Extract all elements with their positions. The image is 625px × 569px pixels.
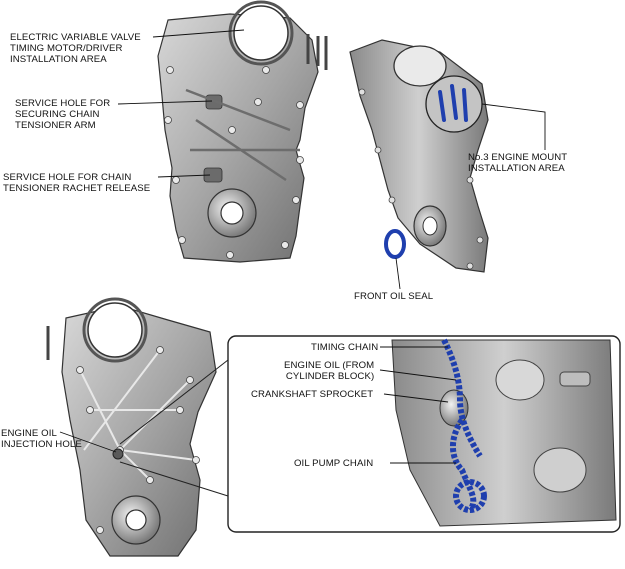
oil-injection-hole-marker bbox=[112, 448, 124, 460]
label-service-hole-arm: SERVICE HOLE FOR SECURING CHAIN TENSIONE… bbox=[15, 98, 111, 131]
detail-callout bbox=[119, 335, 621, 533]
leader-lines bbox=[59, 29, 546, 464]
label-engine-mount: No.3 ENGINE MOUNT INSTALLATION AREA bbox=[468, 152, 568, 174]
front-oil-seal-ring bbox=[384, 229, 406, 259]
engine-mount-studs bbox=[438, 84, 468, 122]
timing-cover-side-view bbox=[349, 39, 489, 273]
label-crankshaft-sprocket: CRANKSHAFT SPROCKET bbox=[251, 389, 374, 400]
label-front-oil-seal: FRONT OIL SEAL bbox=[354, 291, 434, 302]
label-service-hole-rachet: SERVICE HOLE FOR CHAIN TENSIONER RACHET … bbox=[3, 172, 151, 194]
oil-pump-chain bbox=[450, 418, 487, 513]
timing-cover-inner-view bbox=[46, 297, 217, 557]
label-timing-chain: TIMING CHAIN bbox=[311, 342, 379, 353]
label-motor-area: ELECTRIC VARIABLE VALVE TIMING MOTOR/DRI… bbox=[10, 32, 141, 65]
label-oil-pump-chain: OIL PUMP CHAIN bbox=[294, 458, 374, 469]
timing-cover-front-view bbox=[157, 0, 328, 263]
timing-chain bbox=[441, 338, 483, 458]
label-oil-injection-hole: ENGINE OIL INJECTION HOLE bbox=[1, 428, 82, 450]
label-engine-oil-from-block: ENGINE OIL (FROM CYLINDER BLOCK) bbox=[284, 360, 375, 382]
